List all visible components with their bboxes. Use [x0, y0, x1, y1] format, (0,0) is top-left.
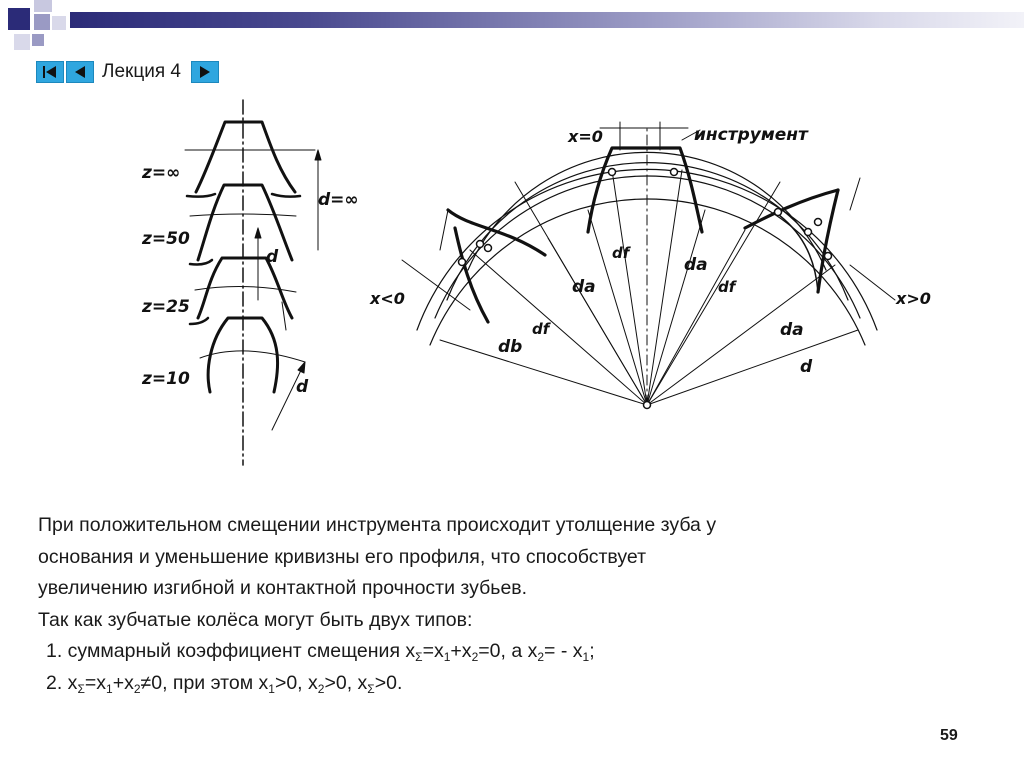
lecture-text: При положительном смещении инструмента п…: [38, 510, 978, 699]
label-da: da: [684, 255, 708, 275]
paragraph-line: основания и уменьшение кривизны его проф…: [38, 545, 647, 568]
page-number: 59: [940, 727, 958, 744]
decor-square: [32, 34, 44, 46]
list-item-2: 2. xΣ=x1+x2≠0, при этом x1>0, x2>0, xΣ>0…: [46, 671, 403, 696]
first-slide-button[interactable]: [36, 61, 64, 83]
label-d: d: [296, 377, 309, 397]
label-df: df: [532, 320, 552, 338]
label-x-positive: x>0: [895, 289, 931, 308]
list-item-1: 1. суммарный коэффициент смещения xΣ=x1+…: [46, 640, 595, 664]
next-slide-button[interactable]: [190, 61, 219, 83]
title-bar: [0, 0, 1024, 50]
skip-to-start-icon: [43, 66, 56, 78]
label-x-negative: x<0: [369, 289, 405, 308]
label-z-10: z=10: [141, 369, 190, 389]
decor-square: [34, 0, 52, 12]
paragraph-line: Так как зубчатые колёса могут быть двух …: [38, 608, 473, 631]
label-d: d: [800, 357, 813, 377]
paragraph-line: При положительном смещении инструмента п…: [38, 514, 717, 536]
label-df: df: [612, 244, 632, 262]
decor-square: [14, 34, 30, 50]
label-df: df: [718, 278, 738, 296]
previous-icon: [75, 66, 85, 78]
label-z-50: z=50: [141, 229, 190, 249]
lecture-title: Лекция 4: [102, 61, 181, 82]
label-db: db: [498, 337, 522, 357]
label-d: d: [266, 247, 279, 267]
label-da: da: [780, 320, 804, 340]
label-da: da: [572, 277, 596, 297]
gear-diagram: z=∞ z=50 z=25 z=10 d=∞ d d x=0 инструмен…: [141, 99, 931, 466]
previous-slide-button[interactable]: [66, 61, 94, 83]
label-z-25: z=25: [141, 297, 190, 317]
label-d-inf: d=∞: [318, 190, 359, 210]
label-x0: x=0: [567, 127, 603, 146]
decor-square: [34, 14, 50, 30]
decor-square: [8, 8, 30, 30]
title-gradient-bar: [70, 12, 1024, 28]
next-icon: [199, 66, 210, 78]
decor-square: [52, 16, 66, 30]
paragraph-line: увеличению изгибной и контактной прочнос…: [38, 577, 528, 599]
lecture-navigation: Лекция 4: [36, 60, 219, 84]
label-z-inf: z=∞: [141, 163, 180, 183]
label-tool: инструмент: [694, 125, 809, 145]
